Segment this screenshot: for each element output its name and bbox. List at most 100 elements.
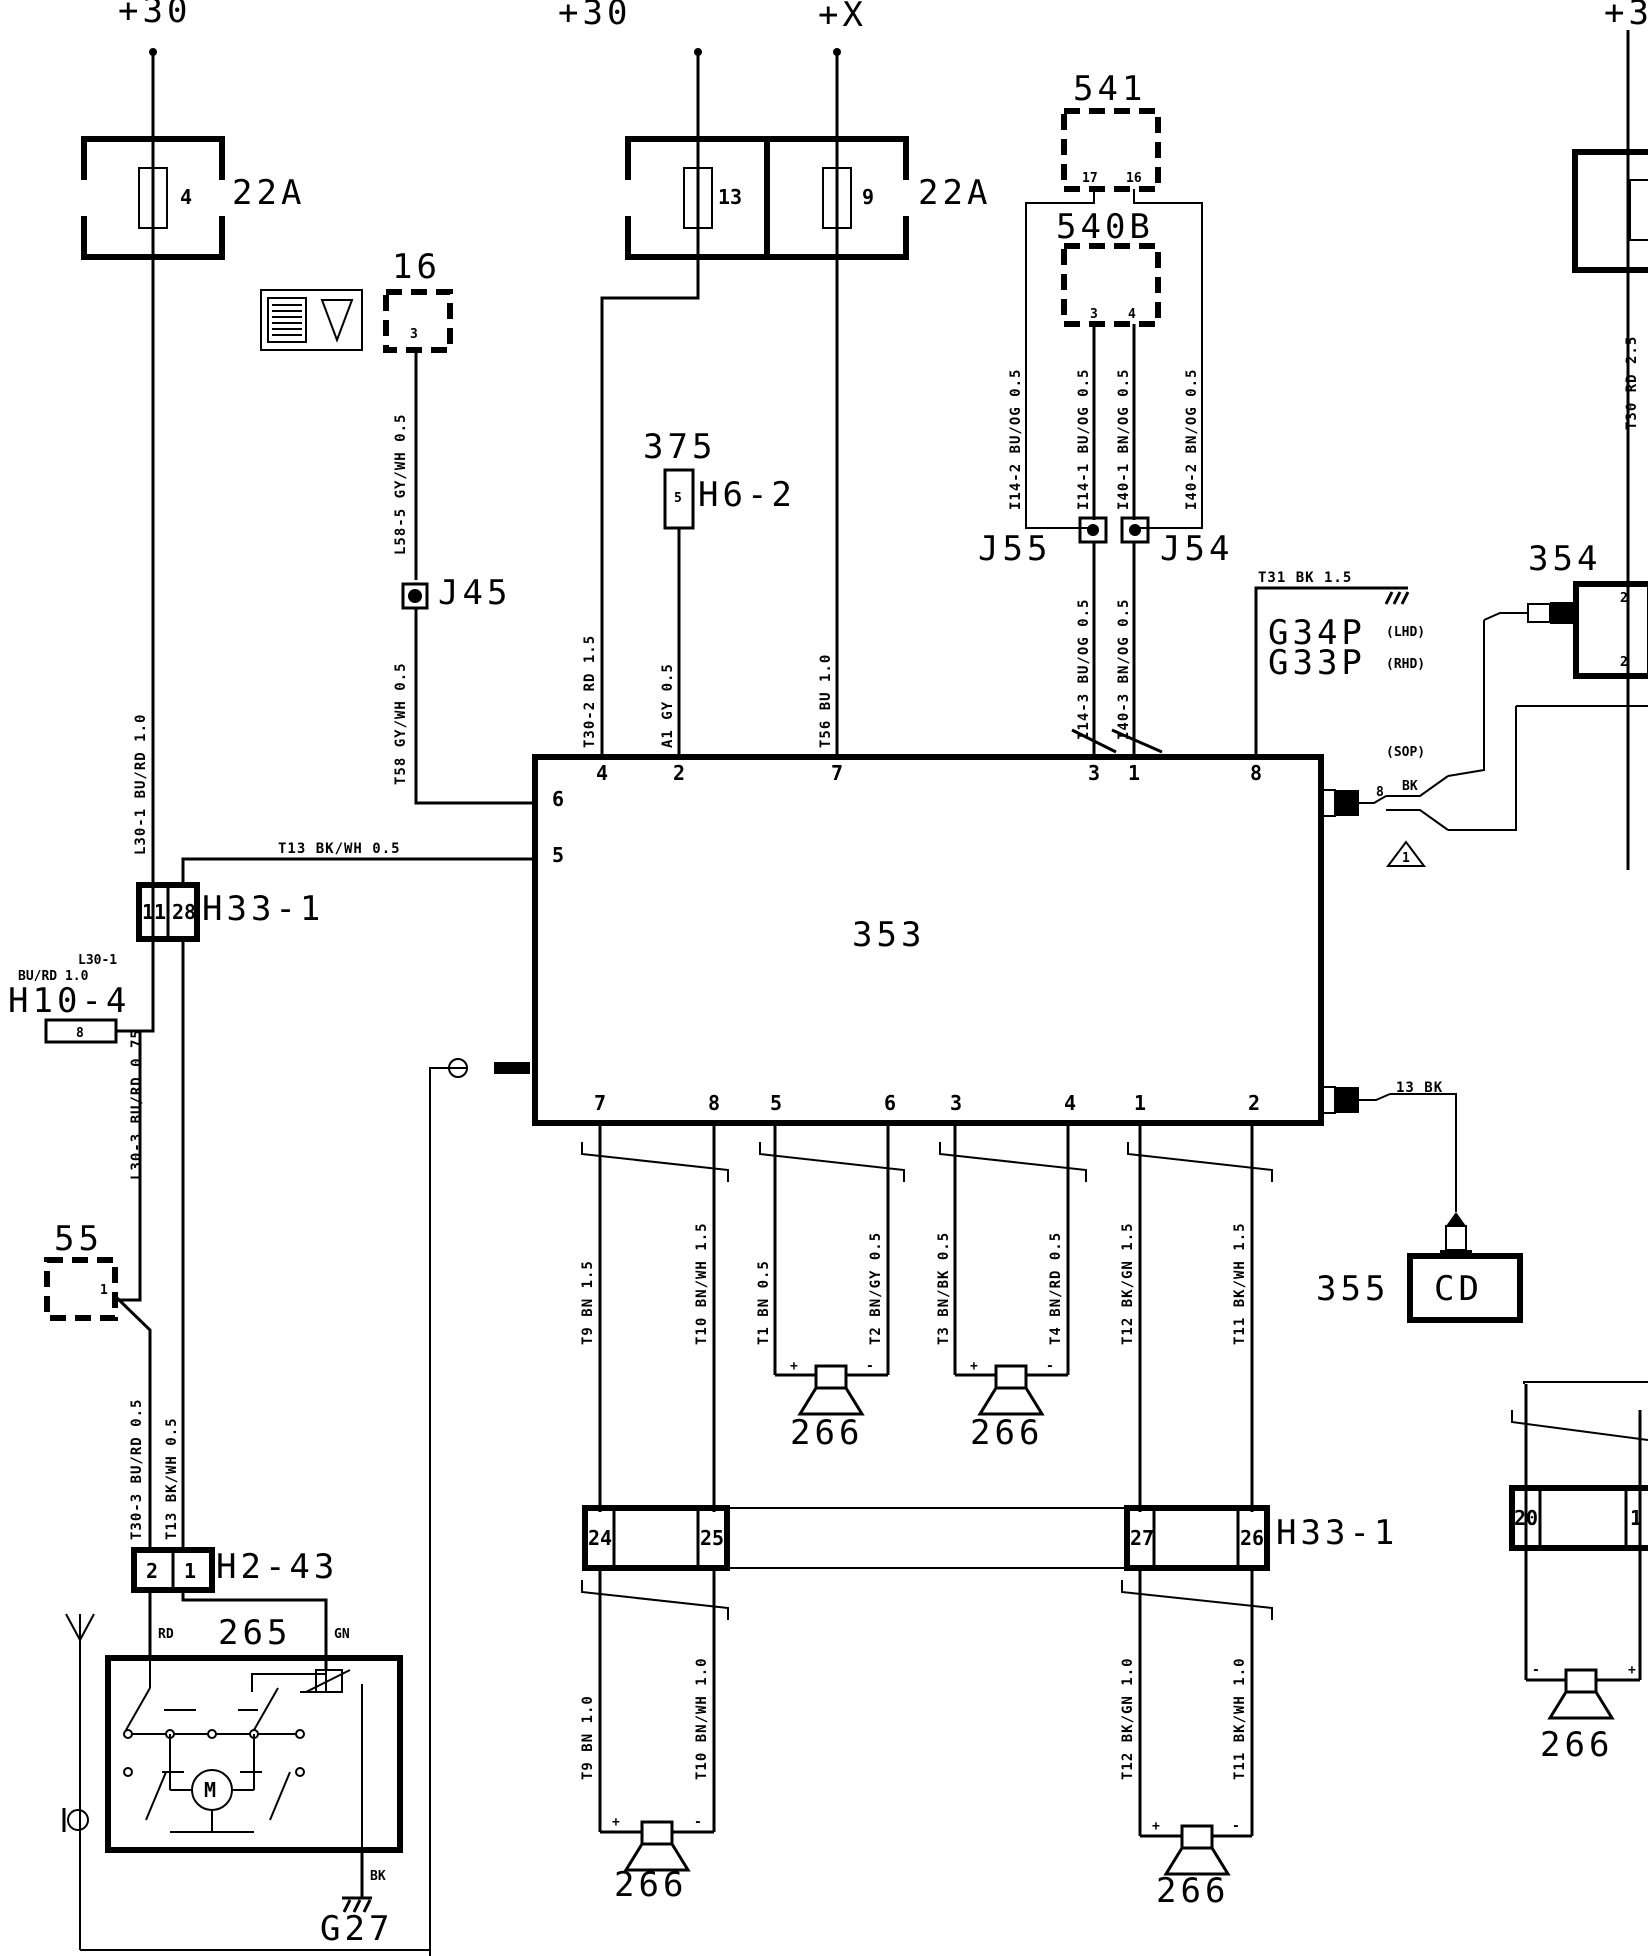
- svg-text:+: +: [612, 1815, 620, 1830]
- wire-t13-top: T13 BK/WH 0.5: [278, 841, 401, 857]
- radio-symbol-icon: [260, 289, 363, 351]
- speaker-icon: + -: [955, 1359, 1068, 1416]
- label-540b: 540B: [1056, 207, 1154, 247]
- svg-text:+: +: [1152, 1819, 1160, 1834]
- wire-t30-3: T30-3 BU/RD 0.5: [129, 1399, 145, 1540]
- pin-353-top-4: 4: [596, 761, 608, 785]
- connector-h2-43: [131, 1547, 215, 1593]
- svg-text:-: -: [694, 1815, 702, 1830]
- label-rd: RD: [158, 1627, 174, 1642]
- label-355: 355: [1316, 1269, 1389, 1309]
- label-gn: GN: [334, 1627, 350, 1642]
- wire-i40-3: I40-3 BN/OG 0.5: [1116, 599, 1132, 740]
- wire-t30-2: T30-2 RD 1.5: [582, 635, 598, 748]
- pin-353-bottom-8: 8: [708, 1091, 720, 1115]
- antenna-plug-icon: [440, 1058, 530, 1078]
- pin-540b-4: 4: [1128, 307, 1136, 322]
- wire-l30-3: L30-3 BU/RD 0.75: [129, 1029, 145, 1180]
- fuse-box-right-partial: [1572, 149, 1648, 273]
- pin-354-a: 2: [1620, 591, 1628, 606]
- pin-right-1: 1: [1630, 1506, 1642, 1530]
- fuse-box-22a-left: 4: [78, 136, 228, 260]
- label-55: 55: [54, 1219, 103, 1259]
- wire-t31: T31 BK 1.5: [1258, 570, 1352, 586]
- pin-right-20: 20: [1514, 1506, 1538, 1530]
- wire-t13-left: T13 BK/WH 0.5: [164, 1417, 180, 1540]
- pin-353-right-8: 8: [1376, 785, 1384, 800]
- wire-t10-a: T10 BN/WH 1.5: [694, 1222, 710, 1345]
- wire-t2: T2 BN/GY 0.5: [868, 1232, 884, 1345]
- pin-353-left-5: 5: [552, 843, 564, 867]
- pin-540b-3: 3: [1090, 307, 1098, 322]
- supply-plus30-left: +30: [118, 0, 191, 31]
- antenna-motor-265: [105, 1655, 403, 1853]
- supply-plus30-mid: +30: [558, 0, 631, 33]
- fuse-box-22a-mid: 13 9: [622, 136, 912, 260]
- connector-j55: [1078, 516, 1108, 544]
- wire-t1: T1 BN 0.5: [756, 1260, 772, 1345]
- label-375: 375: [643, 427, 716, 467]
- pin-353-bottom-3: 3: [950, 1091, 962, 1115]
- wire-t58: T58 GY/WH 0.5: [393, 662, 409, 785]
- speaker-266-a: 266: [790, 1413, 863, 1453]
- wire-i40-1: I40-1 BN/OG 0.5: [1116, 369, 1132, 510]
- speaker-icon: - +: [1526, 1663, 1640, 1720]
- label-h33-1-top: H33-1: [202, 889, 324, 929]
- svg-text:-: -: [1046, 1359, 1054, 1374]
- wire-t56: T56 BU 1.0: [818, 654, 834, 748]
- pin-h33-28: 28: [172, 900, 196, 924]
- pin-h33-27: 27: [1130, 1526, 1154, 1550]
- speaker-266-c: 266: [614, 1865, 687, 1905]
- wire-a1: A1 GY 0.5: [660, 663, 676, 748]
- label-bk-g27: BK: [370, 1869, 386, 1884]
- motor-internals-icon: M: [123, 1658, 363, 1850]
- wire-t11-b: T11 BK/WH 1.0: [1232, 1657, 1248, 1780]
- wire-i14-2: I14-2 BU/OG 0.5: [1008, 369, 1024, 510]
- connector-h33-1-top: [136, 882, 200, 942]
- motor-m-label: M: [204, 1778, 216, 1802]
- connector-j54: [1120, 516, 1150, 544]
- fuse-9-label: 9: [862, 185, 874, 209]
- label-h10-4: H10-4: [8, 981, 130, 1021]
- wire-i14-3: I14-3 BU/OG 0.5: [1076, 599, 1092, 740]
- pin-h10-8: 8: [76, 1026, 84, 1041]
- label-541: 541: [1073, 69, 1146, 109]
- label-265: 265: [218, 1613, 291, 1653]
- wire-t12-b: T12 BK/GN 1.0: [1120, 1657, 1136, 1780]
- pin-353-top-6: 6: [552, 787, 564, 811]
- pin-353-bottom-1: 1: [1134, 1091, 1146, 1115]
- pin-353-top-7: 7: [831, 761, 843, 785]
- wire-t11-a: T11 BK/WH 1.5: [1232, 1222, 1248, 1345]
- pin-h33-11: 11: [142, 900, 166, 924]
- component-55: [44, 1257, 118, 1321]
- label-22a-left: 22A: [232, 173, 305, 213]
- wire-t3: T3 BN/BK 0.5: [936, 1232, 952, 1345]
- supply-plus30-right: +3: [1604, 0, 1648, 33]
- pin-353-top-2: 2: [673, 761, 685, 785]
- svg-text:+: +: [1628, 1663, 1636, 1678]
- component-355: [1407, 1253, 1523, 1323]
- pin-h33-26: 26: [1240, 1526, 1264, 1550]
- wire-i14-1: I14-1 BU/OG 0.5: [1076, 369, 1092, 510]
- speaker-266-d: 266: [1156, 1871, 1229, 1911]
- plug-353-bottom-icon: [1320, 1086, 1391, 1114]
- ground-icon: [1382, 586, 1410, 605]
- pin-h2-43-2: 2: [146, 1559, 158, 1583]
- fuse-4-label: 4: [180, 185, 192, 209]
- label-j55: J55: [978, 529, 1051, 569]
- wire-i40-2: I40-2 BN/OG 0.5: [1184, 369, 1200, 510]
- label-13bk: 13 BK: [1396, 1080, 1443, 1096]
- label-sop: (SOP): [1386, 745, 1425, 760]
- pin-353-bottom-4: 4: [1064, 1091, 1076, 1115]
- svg-text:-: -: [1232, 1819, 1240, 1834]
- label-g27: G27: [320, 1909, 393, 1949]
- wire-l58-5: L58-5 GY/WH 0.5: [393, 414, 409, 555]
- component-541: [1061, 108, 1161, 192]
- wire-t10-b: T10 BN/WH 1.0: [694, 1657, 710, 1780]
- pin-354-b: 2: [1620, 655, 1628, 670]
- pin-h33-24: 24: [588, 1526, 612, 1550]
- pin-16-3: 3: [410, 327, 418, 342]
- wire-t12-a: T12 BK/GN 1.5: [1120, 1222, 1136, 1345]
- component-16: [383, 289, 453, 353]
- pin-353-top-3: 3: [1088, 761, 1100, 785]
